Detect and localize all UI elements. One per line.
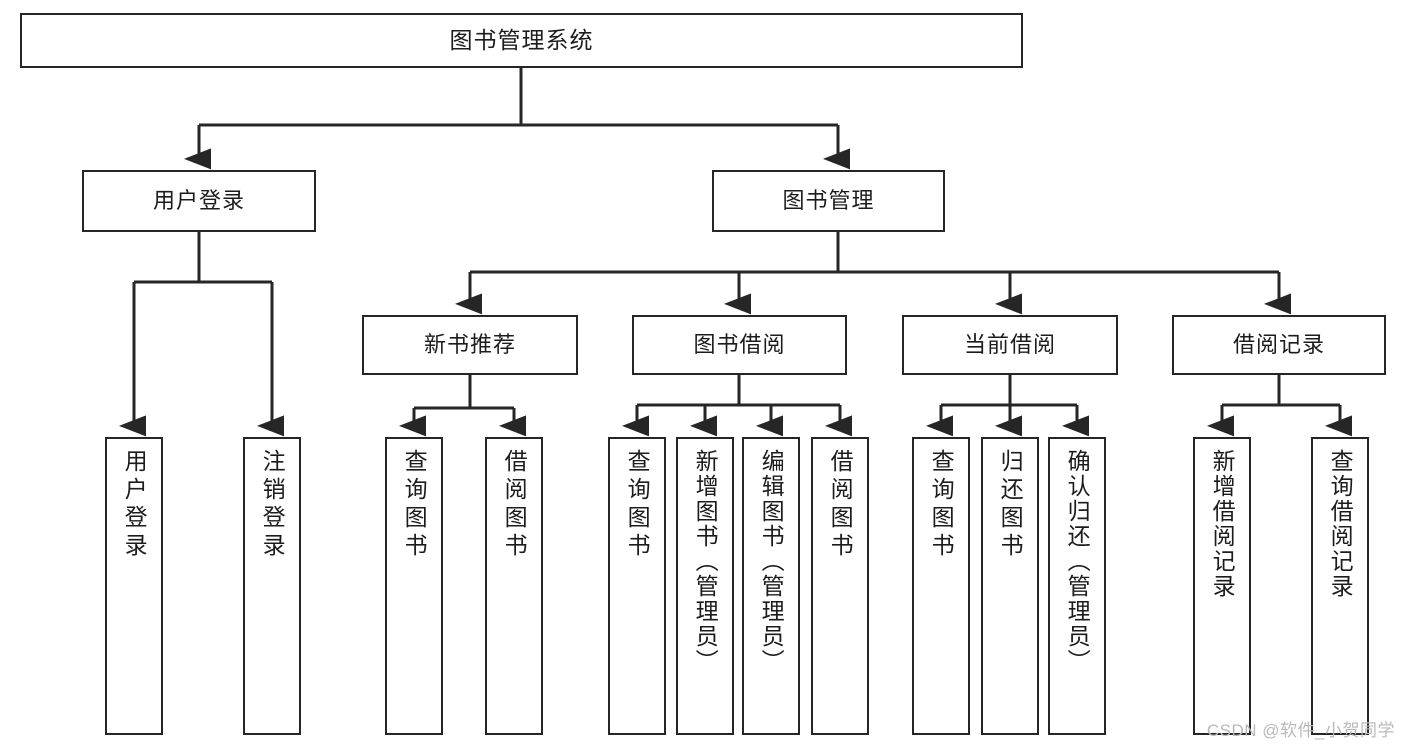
leaf-borrow-query-book[interactable]: 查询图书	[608, 437, 666, 735]
node-label: 图书管理	[782, 188, 875, 214]
node-label: 图书管理系统	[449, 27, 594, 54]
node-current-borrow[interactable]: 当前借阅	[902, 315, 1118, 375]
leaf-current-return-book[interactable]: 归还图书	[981, 437, 1039, 735]
node-label: 归还图书	[997, 449, 1024, 561]
node-label: 查询图书	[624, 449, 651, 561]
node-label: 借阅图书	[501, 449, 528, 561]
node-user-login[interactable]: 用户登录	[82, 170, 316, 232]
leaf-user-logout[interactable]: 注销登录	[243, 437, 301, 735]
node-label: 新增借阅记录	[1209, 449, 1236, 599]
node-label: 确认归还（管理员）	[1064, 449, 1091, 674]
node-label: 编辑图书（管理员）	[758, 449, 785, 674]
node-label: 查询图书	[401, 449, 428, 561]
leaf-recommend-query-book[interactable]: 查询图书	[385, 437, 443, 735]
leaf-borrow-add-book-admin[interactable]: 新增图书（管理员）	[676, 437, 734, 735]
node-label: 借阅记录	[1232, 332, 1325, 358]
leaf-recommend-borrow-book[interactable]: 借阅图书	[485, 437, 543, 735]
leaf-user-login[interactable]: 用户登录	[105, 437, 163, 735]
node-label: 查询图书	[928, 449, 955, 561]
node-label: 用户登录	[121, 449, 148, 561]
node-root-system[interactable]: 图书管理系统	[20, 13, 1023, 68]
leaf-current-query-book[interactable]: 查询图书	[912, 437, 970, 735]
node-book-borrow[interactable]: 图书借阅	[632, 315, 847, 375]
node-label: 新书推荐	[423, 332, 516, 358]
leaf-record-query-borrow-record[interactable]: 查询借阅记录	[1311, 437, 1369, 735]
node-borrow-record[interactable]: 借阅记录	[1172, 315, 1386, 375]
leaf-current-confirm-return-admin[interactable]: 确认归还（管理员）	[1048, 437, 1106, 735]
node-label: 注销登录	[259, 449, 286, 561]
node-new-book-recommend[interactable]: 新书推荐	[362, 315, 578, 375]
leaf-record-add-borrow-record[interactable]: 新增借阅记录	[1193, 437, 1251, 735]
node-label: 借阅图书	[827, 449, 854, 561]
leaf-borrow-borrow-book[interactable]: 借阅图书	[811, 437, 869, 735]
node-label: 新增图书（管理员）	[692, 449, 719, 674]
node-label: 当前借阅	[963, 332, 1056, 358]
node-label: 图书借阅	[693, 332, 786, 358]
node-label: 用户登录	[152, 188, 245, 214]
node-book-management[interactable]: 图书管理	[712, 170, 945, 232]
node-label: 查询借阅记录	[1327, 449, 1354, 599]
leaf-borrow-edit-book-admin[interactable]: 编辑图书（管理员）	[742, 437, 800, 735]
